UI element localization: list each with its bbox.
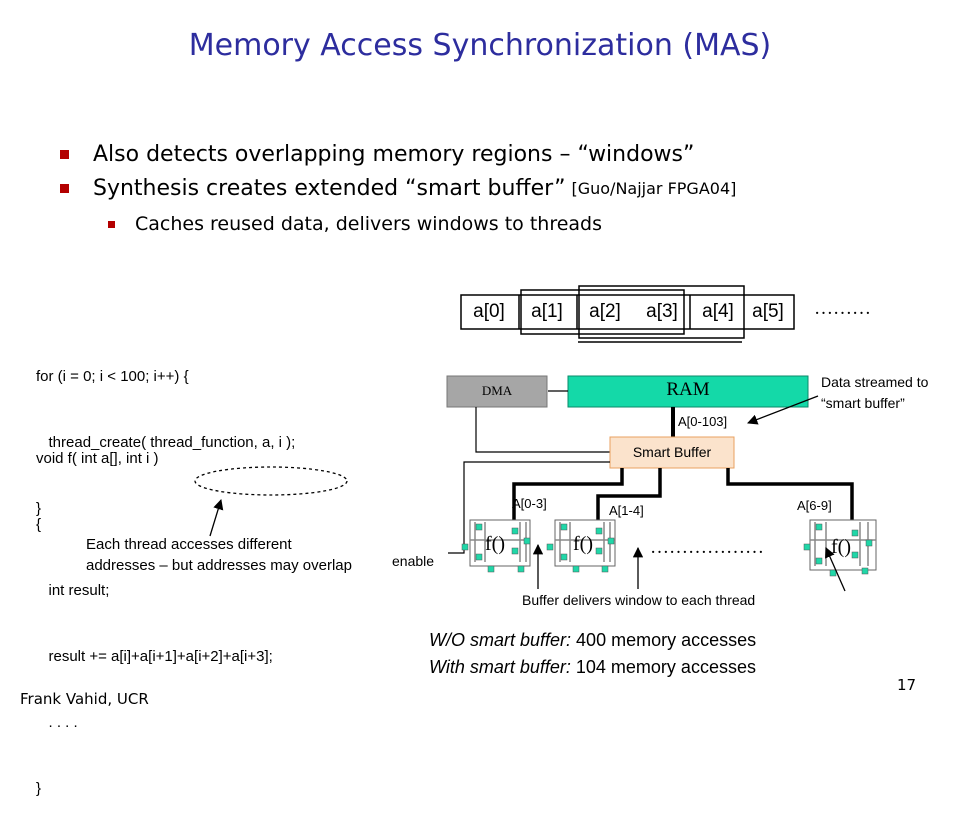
bullet-2-text: Synthesis creates extended “smart buffer… <box>93 176 566 201</box>
bullet-marker-icon <box>60 150 69 159</box>
diagram-graphics <box>194 285 877 592</box>
window-outline-2 <box>578 285 745 339</box>
array-cell: a[0] <box>473 301 505 322</box>
array-cell: a[3] <box>646 301 678 322</box>
thread-chip-3 <box>803 519 877 577</box>
window-bus-3 <box>726 468 854 520</box>
threads-note: Each thread accesses different addresses… <box>86 536 352 574</box>
summary-line-1: W/O smart buffer: 400 memory accesses <box>429 630 756 651</box>
buffer-delivers-note: Buffer delivers window to each thread <box>522 592 756 608</box>
bullet-marker-icon <box>60 184 69 193</box>
smart-buffer-block <box>609 436 735 469</box>
thread-ellipsis: ……………… <box>650 537 764 558</box>
array-cell: a[5] <box>752 301 784 322</box>
bullet-3-text: Caches reused data, delivers windows to … <box>135 213 603 235</box>
bullet-1: Also detects overlapping memory regions … <box>60 142 694 167</box>
addr-main-label: A[0-103] <box>678 414 728 429</box>
bullet-2-reference: [Guo/Najjar FPGA04] <box>571 179 737 198</box>
addr-window-2-label: A[1-4] <box>609 503 644 518</box>
addr-window-1-label: A[0-3] <box>512 496 547 511</box>
thread-chip-1 <box>461 519 531 573</box>
data-streamed-note: Data streamed to “smart buffer” <box>821 374 929 411</box>
code-line: void f( int a[], int i ) <box>36 450 159 467</box>
dma-label: DMA <box>481 383 513 398</box>
summary-line-1-value: 400 memory accesses <box>576 630 757 650</box>
code-line: { <box>36 516 42 533</box>
summary-line-2: With smart buffer: 104 memory accesses <box>429 657 756 678</box>
code-line: } <box>36 780 42 797</box>
code-line: thread_create( thread_function, a, i ); <box>36 434 296 451</box>
addr-window-3-label: A[6-9] <box>797 498 832 513</box>
window-bus-2 <box>596 468 662 520</box>
sub-bullet-marker-icon <box>108 220 115 228</box>
thread-function-label: f() <box>573 533 593 555</box>
summary-line-1-label: W/O smart buffer: <box>429 630 572 650</box>
bullet-2: Synthesis creates extended “smart buffer… <box>60 176 736 201</box>
thread-function-label: f() <box>831 536 851 558</box>
ram-block <box>567 375 809 408</box>
bullet-1-text: Also detects overlapping memory regions … <box>93 142 695 167</box>
footer-author: Frank Vahid, UCR <box>20 690 149 708</box>
dma-block <box>446 375 548 408</box>
overlap-ellipse <box>194 466 348 496</box>
code-line: } <box>36 500 42 517</box>
array-box <box>460 294 795 330</box>
array-ellipsis: ……… <box>814 298 871 319</box>
code-line: int result; <box>36 582 110 599</box>
summary-line-2-value: 104 memory accesses <box>575 657 756 677</box>
bullet-3: Caches reused data, delivers windows to … <box>108 213 602 235</box>
array-cell: a[2] <box>589 301 621 322</box>
page-number: 17 <box>897 676 917 694</box>
loop-code: for (i = 0; i < 100; i++) { thread_creat… <box>36 322 295 542</box>
thread-function-label: f() <box>485 533 505 555</box>
code-line: for (i = 0; i < 100; i++) { <box>36 368 189 385</box>
ram-label: RAM <box>666 379 710 400</box>
summary-line-2-label: With smart buffer: <box>429 657 571 677</box>
array-dividers <box>518 295 691 329</box>
array-cell: a[4] <box>702 301 734 322</box>
window-bus-1 <box>512 468 624 520</box>
slide-title: Memory Access Synchronization (MAS) <box>188 28 772 63</box>
enable-label: enable <box>392 553 435 569</box>
window-outline-1 <box>520 289 685 335</box>
dma-path <box>475 407 610 453</box>
deliver-arrow-3 <box>825 547 846 592</box>
streamed-arrow <box>747 395 819 425</box>
array-cell: a[1] <box>531 301 563 322</box>
note-arrow <box>209 499 224 537</box>
smart-buffer-label: Smart Buffer <box>632 444 712 460</box>
code-line: result += a[i]+a[i+1]+a[i+2]+a[i+3]; <box>36 648 273 665</box>
enable-wire <box>448 461 610 554</box>
thread-chip-2 <box>546 519 616 573</box>
